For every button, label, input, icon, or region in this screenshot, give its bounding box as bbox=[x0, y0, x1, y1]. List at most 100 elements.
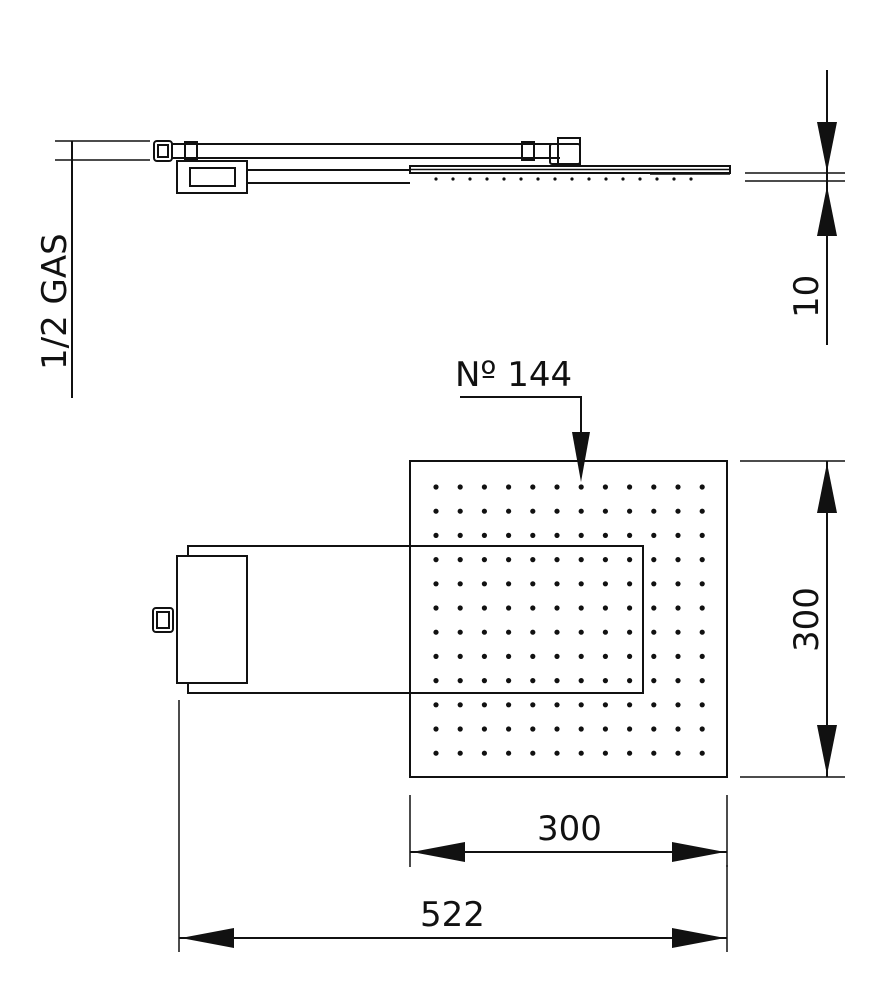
nozzle-dot bbox=[627, 750, 633, 756]
width-arrow-left bbox=[412, 842, 465, 862]
nozzle-dot bbox=[699, 508, 705, 514]
side-nozzle-dot bbox=[672, 177, 676, 181]
nozzle-dot bbox=[530, 702, 536, 708]
nozzle-dot bbox=[627, 508, 633, 514]
nozzle-dot bbox=[457, 581, 463, 587]
thread-label: 1/2 GAS bbox=[35, 233, 75, 370]
side-nozzle-dot bbox=[553, 177, 557, 181]
height-dimension: 300 bbox=[740, 460, 845, 778]
nozzle-dot bbox=[578, 532, 584, 539]
nozzle-dot bbox=[481, 702, 487, 708]
nozzle-dot bbox=[699, 702, 705, 708]
nozzle-dot bbox=[457, 605, 463, 611]
nozzle-dot bbox=[602, 508, 609, 514]
nozzle-dot bbox=[506, 581, 512, 587]
nozzle-dot bbox=[554, 629, 560, 635]
nozzle-dot bbox=[578, 581, 584, 587]
nozzle-dot bbox=[651, 750, 657, 756]
nozzle-dot bbox=[433, 629, 439, 635]
nozzle-dot bbox=[554, 508, 560, 514]
nozzle-dot bbox=[627, 726, 633, 732]
side-plate-nozzles bbox=[434, 177, 693, 181]
side-nozzle-dot bbox=[689, 177, 693, 181]
nozzle-dot bbox=[627, 532, 633, 539]
nozzle-dot bbox=[506, 557, 512, 563]
nozzle-dot bbox=[578, 557, 584, 563]
nozzle-dot bbox=[554, 726, 560, 732]
nozzle-dot bbox=[506, 508, 512, 514]
nozzle-dot bbox=[433, 581, 439, 587]
nozzle-dot bbox=[675, 605, 681, 611]
thickness-dimension: 10 bbox=[745, 70, 845, 345]
top-arm bbox=[187, 545, 644, 694]
nozzle-dot bbox=[481, 532, 487, 539]
nozzle-dot bbox=[578, 629, 584, 635]
nozzle-dot bbox=[627, 629, 633, 635]
nozzle-dot bbox=[506, 653, 512, 660]
nozzle-dot bbox=[433, 532, 439, 539]
nozzle-dot bbox=[481, 726, 487, 732]
nozzle-dot bbox=[602, 702, 609, 708]
nozzle-dot bbox=[699, 581, 705, 587]
nozzle-dot bbox=[578, 726, 584, 732]
nozzle-dot bbox=[651, 678, 657, 684]
nozzle-dot bbox=[578, 508, 584, 514]
nozzle-dot bbox=[457, 629, 463, 635]
length-arrow-left bbox=[181, 928, 234, 948]
nozzle-dot bbox=[602, 678, 609, 684]
nozzle-dot bbox=[699, 557, 705, 563]
thickness-label: 10 bbox=[787, 275, 827, 318]
side-nozzle-dot bbox=[485, 177, 489, 181]
nozzle-dot bbox=[675, 702, 681, 708]
nozzle-dot bbox=[457, 726, 463, 732]
nozzle-dot bbox=[675, 653, 681, 660]
nozzle-dot bbox=[457, 508, 463, 514]
nozzle-count-callout: Nº 144 bbox=[455, 355, 590, 482]
side-inlet-nut bbox=[153, 140, 173, 162]
nozzle-dot bbox=[699, 678, 705, 684]
nozzle-dot bbox=[699, 532, 705, 539]
nozzle-dot bbox=[433, 508, 439, 514]
nozzle-dot bbox=[699, 726, 705, 732]
nozzle-dot bbox=[530, 653, 536, 660]
nozzle-dot bbox=[481, 629, 487, 635]
nozzle-dot bbox=[554, 653, 560, 660]
height-arrow-bottom bbox=[817, 725, 837, 775]
nozzle-dot bbox=[675, 629, 681, 635]
nozzle-dot bbox=[481, 484, 487, 490]
nozzle-dot bbox=[699, 653, 705, 660]
nozzle-dot bbox=[530, 484, 536, 490]
nozzle-dot bbox=[699, 750, 705, 756]
side-nozzle-dot bbox=[451, 177, 455, 181]
nozzle-dot bbox=[675, 726, 681, 732]
nozzle-dot bbox=[457, 678, 463, 684]
side-head-connector bbox=[549, 143, 581, 165]
nozzle-dot bbox=[554, 581, 560, 587]
nozzle-dot bbox=[699, 629, 705, 635]
length-dimension: 522 bbox=[178, 700, 728, 952]
side-nozzle-dot bbox=[536, 177, 540, 181]
nozzle-dot bbox=[675, 678, 681, 684]
nozzle-dot bbox=[651, 726, 657, 732]
nozzle-dot bbox=[506, 726, 512, 732]
nozzle-dot bbox=[433, 702, 439, 708]
nozzle-dot bbox=[433, 726, 439, 732]
nozzle-dot bbox=[651, 605, 657, 611]
nozzle-dot bbox=[675, 581, 681, 587]
nozzle-dot bbox=[578, 678, 584, 684]
side-nozzle-dot bbox=[638, 177, 642, 181]
nozzle-dot bbox=[627, 557, 633, 563]
nozzle-dot bbox=[554, 750, 560, 756]
side-nozzle-dot bbox=[502, 177, 506, 181]
nozzle-dot bbox=[530, 557, 536, 563]
nozzle-dot bbox=[506, 678, 512, 684]
side-nozzle-dot bbox=[621, 177, 625, 181]
nozzle-dot bbox=[554, 605, 560, 611]
nozzle-dot bbox=[602, 750, 609, 756]
side-nozzle-dot bbox=[468, 177, 472, 181]
nozzle-dot bbox=[651, 653, 657, 660]
nozzle-dot bbox=[554, 557, 560, 563]
nozzle-dot bbox=[457, 532, 463, 539]
nozzle-dot bbox=[457, 702, 463, 708]
